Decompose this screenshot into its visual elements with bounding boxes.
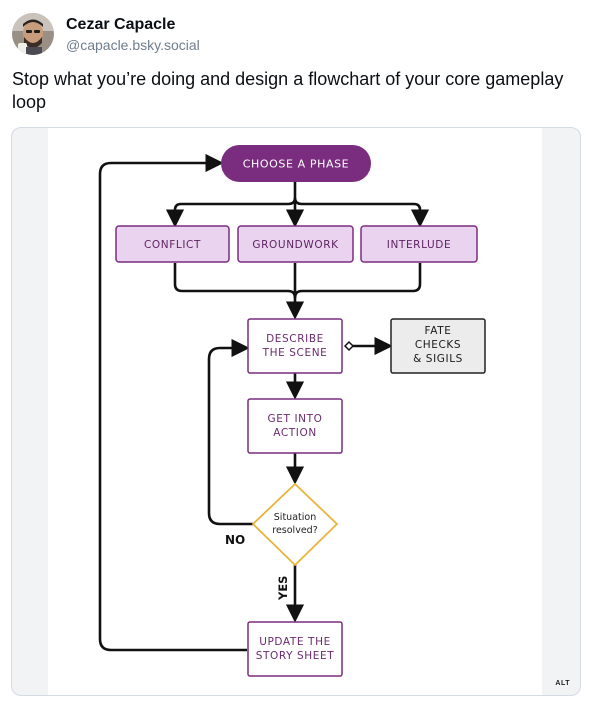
node-fate-label-2: CHECKS: [415, 339, 461, 351]
node-get-into-action: GET INTO ACTION: [247, 398, 343, 454]
node-groundwork: GROUNDWORK: [237, 225, 354, 263]
node-describe-label-1: DESCRIBE: [266, 333, 324, 345]
post-header: Cezar Capacle @capacle.bsky.social: [12, 12, 200, 56]
node-choose-phase: CHOOSE A PHASE: [221, 145, 371, 182]
edge-phase-to-conflict: [165, 197, 297, 228]
node-decision: Situation resolved?: [251, 482, 339, 567]
edge-label-yes: YES: [276, 576, 290, 601]
node-action-label-2: ACTION: [273, 427, 317, 439]
node-fate-label-3: & SIGILS: [413, 353, 463, 365]
flowchart-diagram: CHOOSE A PHASE CONFLICT GROUNDWORK INTER…: [98, 145, 486, 677]
alt-badge[interactable]: ALT: [551, 678, 574, 689]
node-update-story-sheet: UPDATE THE STORY SHEET: [247, 621, 343, 677]
avatar-image: [12, 13, 54, 55]
node-update-label-2: STORY SHEET: [256, 650, 335, 662]
node-conflict: CONFLICT: [115, 225, 230, 263]
node-decision-label-1: Situation: [274, 512, 316, 523]
author-display-name[interactable]: Cezar Capacle: [66, 15, 176, 33]
node-update-label-1: UPDATE THE: [259, 636, 331, 648]
node-fate-label-1: FATE: [425, 325, 452, 337]
node-decision-label-2: resolved?: [272, 525, 317, 536]
node-interlude: INTERLUDE: [360, 225, 478, 263]
edge-label-no: NO: [225, 533, 245, 547]
edge-conflict-merge: [173, 263, 297, 299]
author-handle[interactable]: @capacle.bsky.social: [66, 36, 200, 53]
edge-update-to-phase: [98, 153, 247, 652]
edge-phase-to-interlude: [293, 197, 430, 228]
node-interlude-label: INTERLUDE: [387, 239, 451, 251]
connector-diamond: [343, 340, 355, 352]
edge-interlude-merge: [293, 263, 422, 299]
avatar[interactable]: [12, 13, 54, 55]
node-describe-scene: DESCRIBE THE SCENE: [247, 318, 343, 374]
post-text: Stop what you’re doing and design a flow…: [12, 69, 564, 112]
node-choose-phase-label: CHOOSE A PHASE: [243, 158, 349, 171]
node-describe-label-2: THE SCENE: [262, 347, 328, 359]
flowchart: CHOOSE A PHASE CONFLICT GROUNDWORK INTER…: [48, 128, 542, 695]
edge-decision-no: [207, 338, 253, 526]
node-action-label-1: GET INTO: [268, 413, 323, 425]
author-info: Cezar Capacle @capacle.bsky.social: [66, 15, 200, 54]
node-fate-checks: FATE CHECKS & SIGILS: [390, 318, 486, 374]
node-conflict-label: CONFLICT: [144, 239, 201, 251]
node-groundwork-label: GROUNDWORK: [252, 239, 339, 251]
post-image[interactable]: CHOOSE A PHASE CONFLICT GROUNDWORK INTER…: [11, 127, 581, 696]
